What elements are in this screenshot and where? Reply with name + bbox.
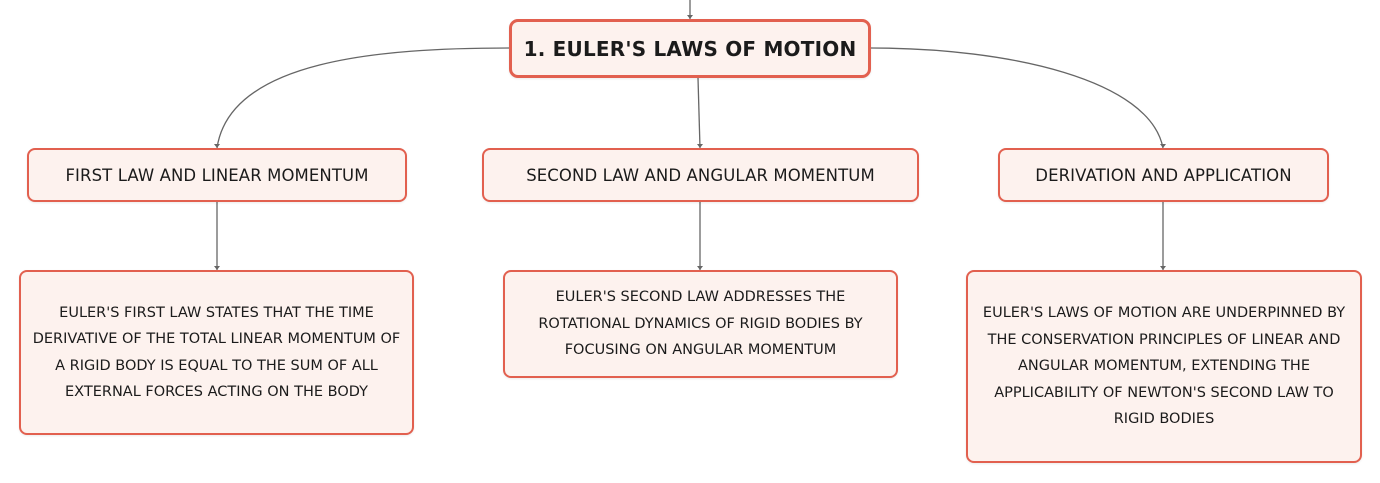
detail-node-text: EULER'S SECOND LAW ADDRESSES THE ROTATIO… — [538, 289, 863, 359]
branch-node-label: DERIVATION AND APPLICATION — [1035, 165, 1292, 185]
detail-node-text: EULER'S LAWS OF MOTION ARE UNDERPINNED B… — [982, 305, 1346, 428]
root-node-label: 1. EULER'S LAWS OF MOTION — [523, 36, 857, 61]
detail-node-derivation[interactable]: EULER'S LAWS OF MOTION ARE UNDERPINNED B… — [966, 270, 1362, 463]
arrow-head-parent — [687, 15, 693, 19]
branch-node-second-law[interactable]: SECOND LAW AND ANGULAR MOMENTUM — [482, 148, 919, 202]
branch-node-first-law[interactable]: FIRST LAW AND LINEAR MOMENTUM — [27, 148, 407, 202]
arrow-head-second-law — [697, 144, 703, 148]
detail-node-second-law[interactable]: EULER'S SECOND LAW ADDRESSES THE ROTATIO… — [503, 270, 898, 378]
arrow-head-derivation-detail — [1160, 266, 1166, 270]
arrow-head-first-law — [214, 144, 220, 148]
branch-node-derivation[interactable]: DERIVATION AND APPLICATION — [998, 148, 1329, 202]
root-node[interactable]: 1. EULER'S LAWS OF MOTION — [509, 19, 871, 78]
branch-node-label: FIRST LAW AND LINEAR MOMENTUM — [65, 165, 369, 185]
detail-node-first-law[interactable]: EULER'S FIRST LAW STATES THAT THE TIME D… — [19, 270, 414, 435]
detail-node-text: EULER'S FIRST LAW STATES THAT THE TIME D… — [32, 304, 401, 401]
arrow-head-first-detail — [214, 266, 220, 270]
branch-node-label: SECOND LAW AND ANGULAR MOMENTUM — [526, 165, 875, 185]
arrow-head-second-detail — [697, 266, 703, 270]
connector-root-to-second-law — [697, 77, 701, 149]
arrow-head-derivation — [1160, 144, 1166, 148]
connector-root-to-first-law — [216, 47, 510, 149]
connector-root-to-derivation — [870, 47, 1164, 149]
